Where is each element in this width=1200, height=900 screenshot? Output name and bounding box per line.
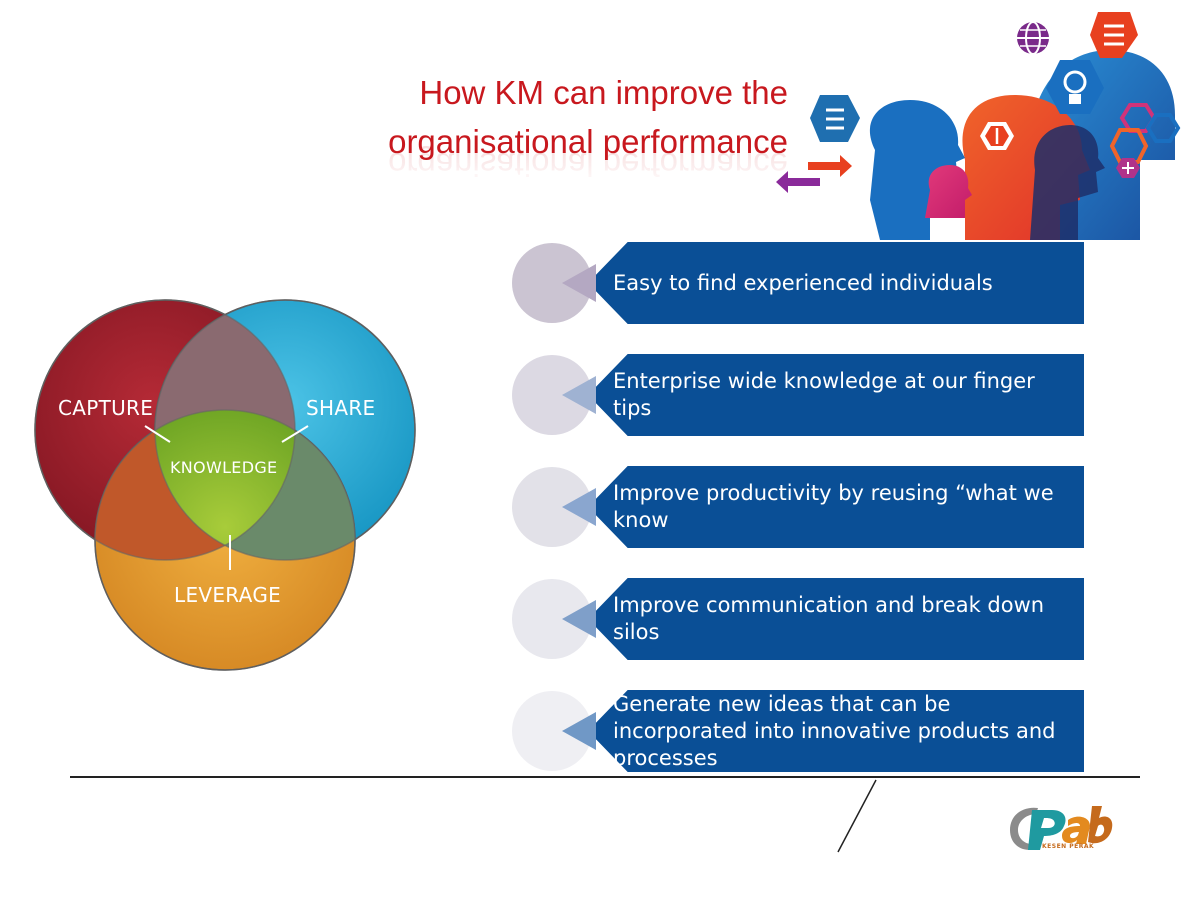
capture-pointer — [144, 425, 171, 443]
menu-bubble-icon — [1090, 12, 1138, 58]
title-line-1: How KM can improve the — [419, 74, 788, 111]
chevron-left-icon — [562, 488, 596, 526]
head-blue-small — [869, 100, 965, 240]
venn-circles — [34, 299, 416, 671]
leverage-label: LEVERAGE — [174, 583, 282, 607]
chevron-left-icon — [562, 376, 596, 414]
benefit-item-3: Improve productivity by reusing “what we… — [512, 466, 1084, 548]
slide-title: How KM can improve the organisational pe… — [388, 68, 788, 183]
hexagon-icon — [1109, 103, 1181, 178]
benefit-text: Enterprise wide knowledge at our finger … — [613, 369, 1035, 420]
capture-label: CAPTURE — [58, 396, 154, 420]
organisation-logo — [1010, 806, 1113, 850]
km-venn-diagram: CAPTURE SHARE KNOWLEDGE LEVERAGE — [20, 290, 440, 690]
head-pink — [925, 165, 972, 218]
chevron-left-icon — [562, 264, 596, 302]
menu-bubble-left-icon — [810, 95, 860, 142]
share-pointer — [281, 425, 309, 443]
benefit-item-5: Generate new ideas that can be incorpora… — [512, 690, 1084, 772]
globe-icon — [1017, 21, 1049, 55]
heads-illustration — [776, 12, 1181, 240]
footer-divider — [70, 776, 1140, 778]
benefit-bar — [588, 242, 1084, 324]
title-line-2: organisational performance organisationa… — [388, 117, 788, 183]
benefit-item-4: Improve communication and break down sil… — [512, 578, 1084, 660]
benefit-text: Improve communication and break down sil… — [613, 593, 1045, 644]
logo-caption: KESEN PERAK — [1042, 843, 1095, 850]
benefit-text: Easy to find experienced individuals — [613, 270, 993, 295]
lightbulb-icon — [1046, 60, 1104, 114]
benefit-item-1: Easy to find experienced individuals — [512, 242, 1084, 324]
benefit-bar — [588, 578, 1084, 660]
benefit-text: Generate new ideas that can be incorpora… — [613, 691, 1056, 770]
knowledge-label: KNOWLEDGE — [170, 458, 278, 477]
benefit-bar — [588, 354, 1084, 436]
power-icon — [980, 122, 1014, 150]
benefit-bar — [588, 690, 1084, 772]
chevron-left-icon — [562, 600, 596, 638]
share-label: SHARE — [306, 396, 376, 420]
benefit-text: Improve productivity by reusing “what we… — [613, 481, 1054, 532]
benefit-bar — [588, 466, 1084, 548]
footer-slash — [837, 779, 877, 853]
chevron-left-icon — [562, 712, 596, 750]
benefit-item-2: Enterprise wide knowledge at our finger … — [512, 354, 1084, 436]
exchange-arrows-icon — [776, 155, 852, 193]
